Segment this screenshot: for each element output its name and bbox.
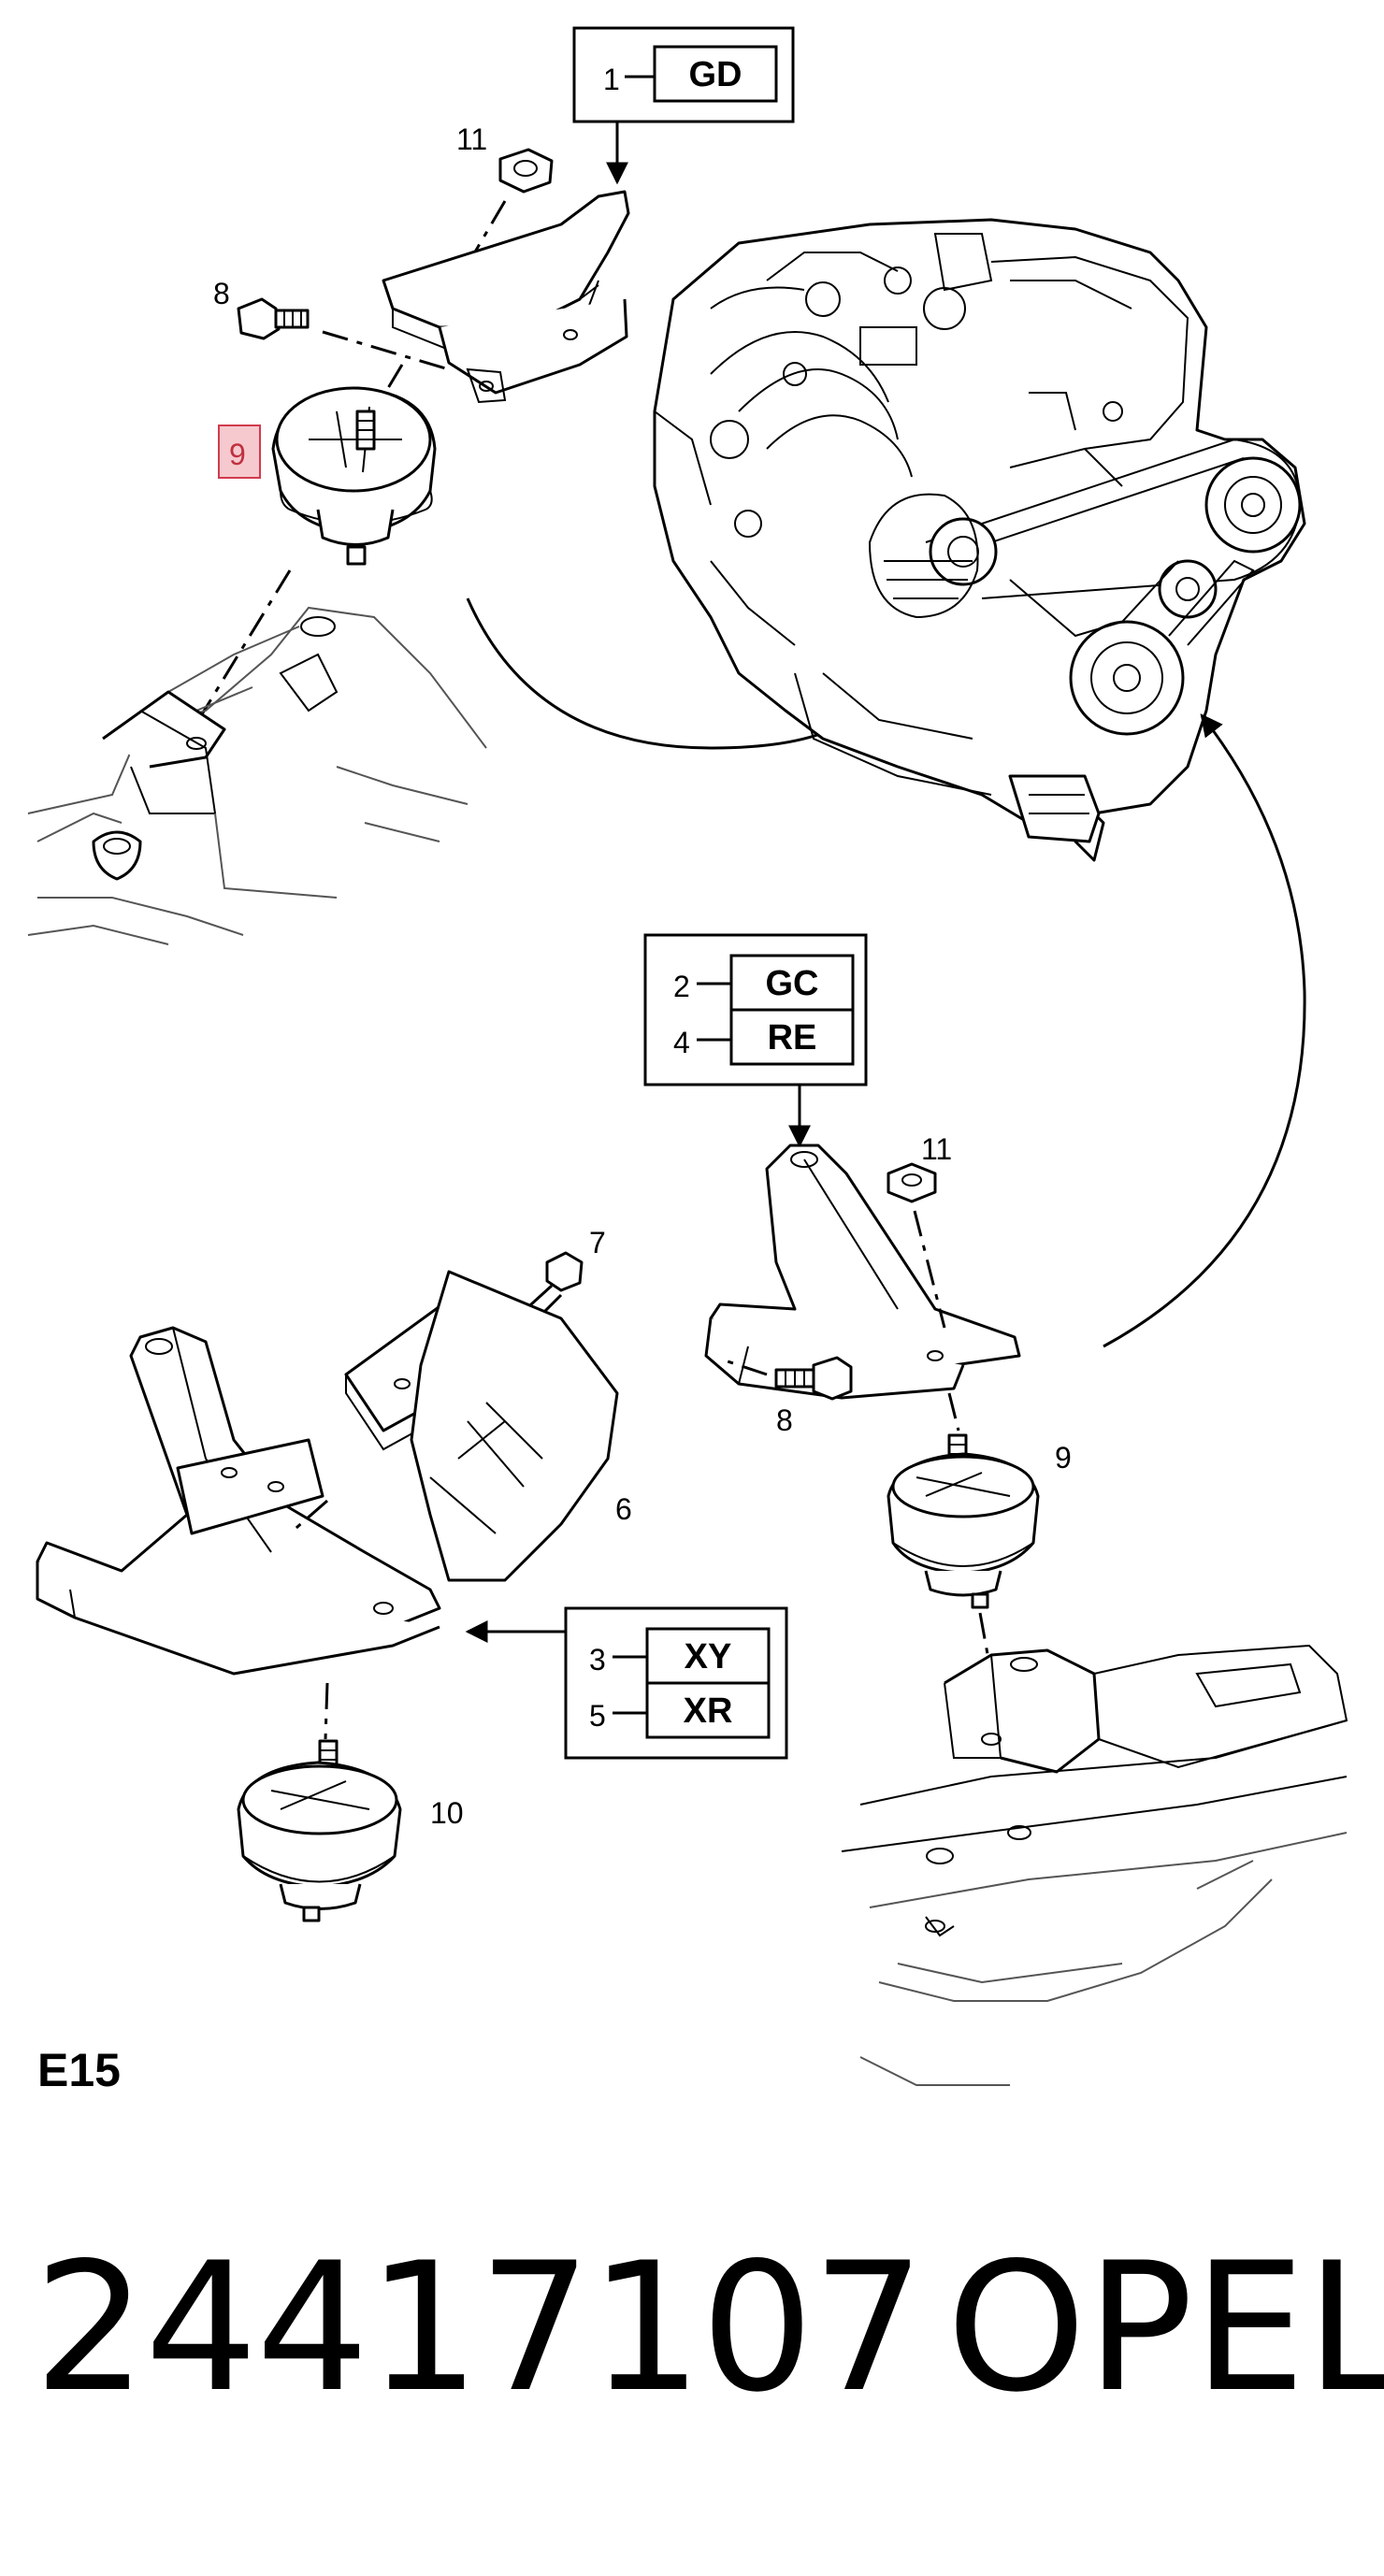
callout-9-top: 9 — [229, 438, 246, 471]
callout-11-mid: 11 — [921, 1132, 952, 1166]
bracket-lower — [36, 1326, 441, 1676]
code-xr: XR — [684, 1691, 733, 1731]
code-xy: XY — [685, 1637, 732, 1677]
code-re: RE — [768, 1018, 817, 1058]
callout-7: 7 — [589, 1226, 606, 1259]
callout-11-top: 11 — [456, 122, 487, 156]
engine-mount-9-mid — [887, 1433, 1040, 1609]
code-gd: GD — [689, 55, 742, 94]
arrow-right-to-engine — [1103, 713, 1306, 1348]
section-code: E15 — [37, 2044, 121, 2096]
callout-9-mid: 9 — [1055, 1441, 1072, 1475]
callout-5: 5 — [589, 1699, 606, 1733]
code-box-gd: 1 GD — [572, 26, 795, 185]
nut-11-mid — [887, 1162, 937, 1203]
callout-8-mid: 8 — [776, 1403, 793, 1437]
code-gc: GC — [766, 964, 819, 1003]
part-number: 24417107 — [34, 2224, 925, 2431]
callout-9-highlight — [218, 425, 261, 479]
brand-name: OPEL — [946, 2224, 1384, 2431]
bracket-top — [382, 190, 630, 404]
bolt-8-mid — [774, 1356, 853, 1401]
heat-shield-6 — [410, 1270, 619, 1582]
callout-3: 3 — [589, 1643, 606, 1677]
callout-8-top: 8 — [213, 277, 230, 310]
subframe-right — [841, 1644, 1348, 2086]
upper-left-mount-assembly: 11 8 9 — [27, 122, 862, 945]
code-box-xy-xr: 3 5 XY XR — [465, 1606, 788, 1760]
callout-1: 1 — [603, 63, 620, 96]
body-panel-left — [27, 606, 487, 945]
engine-mount-10 — [237, 1739, 402, 1922]
engine-block — [653, 218, 1306, 862]
bracket-middle — [704, 1144, 1021, 1400]
nut-11-top — [498, 148, 554, 194]
callout-4: 4 — [673, 1026, 690, 1059]
bolt-8-top — [237, 297, 310, 340]
middle-right-mount-assembly: 11 8 9 — [704, 1132, 1348, 2086]
code-box-gc-re: 2 4 GC RE — [643, 933, 868, 1148]
lower-left-mount-assembly: 7 6 — [36, 1226, 788, 1922]
engine-mount-9-top — [271, 386, 437, 566]
callout-2: 2 — [673, 970, 690, 1003]
callout-10: 10 — [430, 1796, 464, 1830]
callout-6: 6 — [615, 1492, 632, 1526]
